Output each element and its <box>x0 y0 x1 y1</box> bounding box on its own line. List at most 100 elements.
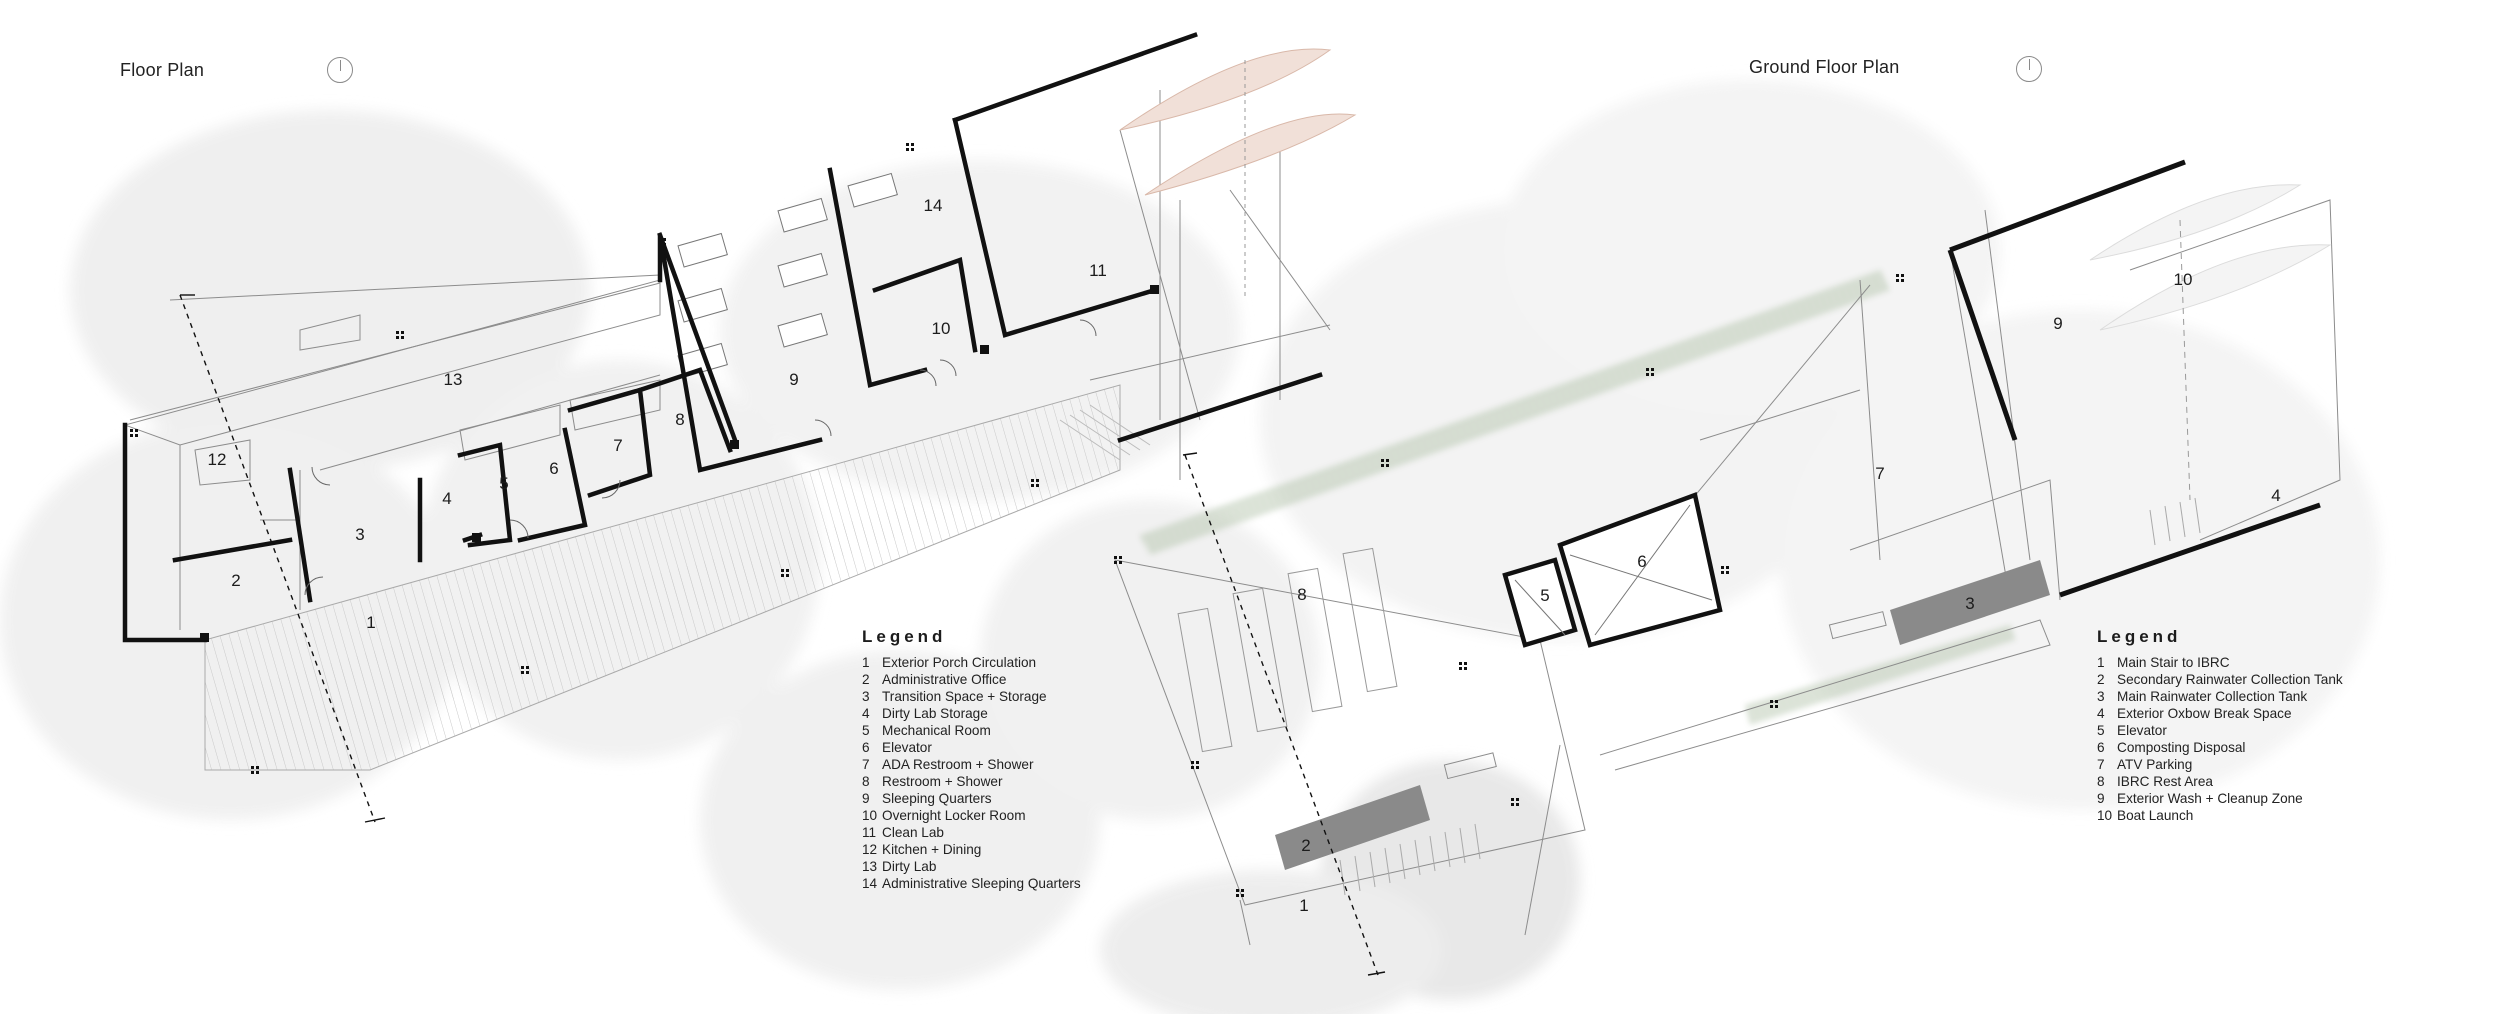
legend-item-number: 7 <box>2097 757 2105 772</box>
room-number: 5 <box>1540 586 1549 605</box>
boat-launch-canoes <box>2089 184 2332 331</box>
room-number: 3 <box>355 525 364 544</box>
legend-item-number: 4 <box>862 706 870 721</box>
vegetation-hedge <box>1140 270 2015 725</box>
legend-item-label: Overnight Locker Room <box>882 808 1026 823</box>
legend-item-number: 5 <box>862 723 870 738</box>
room-number: 10 <box>932 319 951 338</box>
legend-item: 3 Main Rainwater Collection Tank <box>2097 688 2343 705</box>
north-arrow-icon <box>2016 56 2042 82</box>
legend-item-number: 1 <box>2097 655 2105 670</box>
main-rainwater-tank <box>1890 560 2050 645</box>
tree-shadow-background <box>0 80 2380 1014</box>
legend-item: 7 ATV Parking <box>2097 756 2343 773</box>
legend-item: 9 Sleeping Quarters <box>862 790 1081 807</box>
legend-item-number: 12 <box>862 842 878 857</box>
room-number: 1 <box>1299 896 1308 915</box>
legend-item: 1 Exterior Porch Circulation <box>862 654 1081 671</box>
legend-item-number: 1 <box>862 655 870 670</box>
legend-item: 1 Main Stair to IBRC <box>2097 654 2343 671</box>
canoe-shapes <box>1119 48 1357 196</box>
legend-item-number: 3 <box>862 689 870 704</box>
legend-item-number: 13 <box>862 859 878 874</box>
legend-item-number: 11 <box>862 825 877 840</box>
legend-item-label: Elevator <box>2117 723 2167 738</box>
floor-plan-doors <box>304 319 1097 596</box>
floor-plan-drawing <box>122 32 1357 823</box>
room-number: 7 <box>613 436 622 455</box>
legend-item-number: 6 <box>2097 740 2105 755</box>
north-arrow-icon <box>327 57 353 83</box>
legend-item: 12 Kitchen + Dining <box>862 841 1081 858</box>
legend-item-number: 14 <box>862 876 878 891</box>
ground-floor-plan-drawing <box>1114 159 2341 976</box>
legend-item-label: Dirty Lab <box>882 859 937 874</box>
legend-item-label: Main Stair to IBRC <box>2117 655 2230 670</box>
room-number: 1 <box>366 613 375 632</box>
secondary-rainwater-tank <box>1275 785 1430 870</box>
legend-item: 13 Dirty Lab <box>862 858 1081 875</box>
ground-floor-plan-title: Ground Floor Plan <box>1749 57 1900 77</box>
bunk-beds <box>677 172 898 378</box>
main-stairs <box>1339 497 2201 896</box>
legend-item-label: Sleeping Quarters <box>882 791 992 806</box>
legend-item-number: 4 <box>2097 706 2105 721</box>
room-number: 6 <box>549 459 558 478</box>
legend-item-number: 8 <box>862 774 870 789</box>
composting-cross <box>1514 504 1713 636</box>
legend-item-label: Exterior Porch Circulation <box>882 655 1037 670</box>
legend-item-label: Elevator <box>882 740 932 755</box>
legend-item-label: Kitchen + Dining <box>882 842 982 857</box>
legend-item-number: 10 <box>2097 808 2113 823</box>
ground-floor-room-numbers: 1 2 3 4 5 6 7 8 9 10 <box>1297 270 2280 915</box>
elevator-and-composting <box>1502 491 1723 648</box>
porch-deck-front <box>230 470 1080 770</box>
legend-item-label: Boat Launch <box>2117 808 2194 823</box>
legend-item-label: ADA Restroom + Shower <box>882 757 1034 772</box>
legend-title: Legend <box>862 627 947 646</box>
ground-section-cut <box>1182 452 1386 976</box>
legend-item: 4 Exterior Oxbow Break Space <box>2097 705 2343 722</box>
floor-section-cut <box>179 294 386 823</box>
room-number: 13 <box>444 370 463 389</box>
room-number: 9 <box>2053 314 2062 333</box>
room-number: 8 <box>675 410 684 429</box>
floor-plan-wall-posts <box>200 285 1159 642</box>
room-number: 4 <box>2271 486 2280 505</box>
legend-item-label: Mechanical Room <box>882 723 991 738</box>
room-number: 5 <box>499 474 508 493</box>
legend-item-number: 3 <box>2097 689 2105 704</box>
room-number: 6 <box>1637 552 1646 571</box>
room-number: 4 <box>442 489 451 508</box>
legend-item-number: 9 <box>862 791 870 806</box>
room-number: 10 <box>2174 270 2193 289</box>
room-number: 2 <box>231 571 240 590</box>
legend-item: 10 Overnight Locker Room <box>862 807 1081 824</box>
legend-item-number: 10 <box>862 808 878 823</box>
legend-item-label: Main Rainwater Collection Tank <box>2117 689 2308 704</box>
floor-plan-title: Floor Plan <box>120 60 205 80</box>
legend-item-number: 9 <box>2097 791 2105 806</box>
porch-stairs <box>1059 404 1151 461</box>
room-number: 9 <box>789 370 798 389</box>
room-number: 3 <box>1965 594 1974 613</box>
legend-title: Legend <box>2097 627 2182 646</box>
legend-item-number: 2 <box>862 672 870 687</box>
legend-item-label: Exterior Oxbow Break Space <box>2117 706 2292 721</box>
legend-item-label: ATV Parking <box>2117 757 2193 772</box>
ground-floor-walls <box>1947 159 2321 598</box>
floor-plan-room-numbers: 1 2 3 4 5 6 7 8 9 10 11 12 13 14 <box>208 196 1107 632</box>
